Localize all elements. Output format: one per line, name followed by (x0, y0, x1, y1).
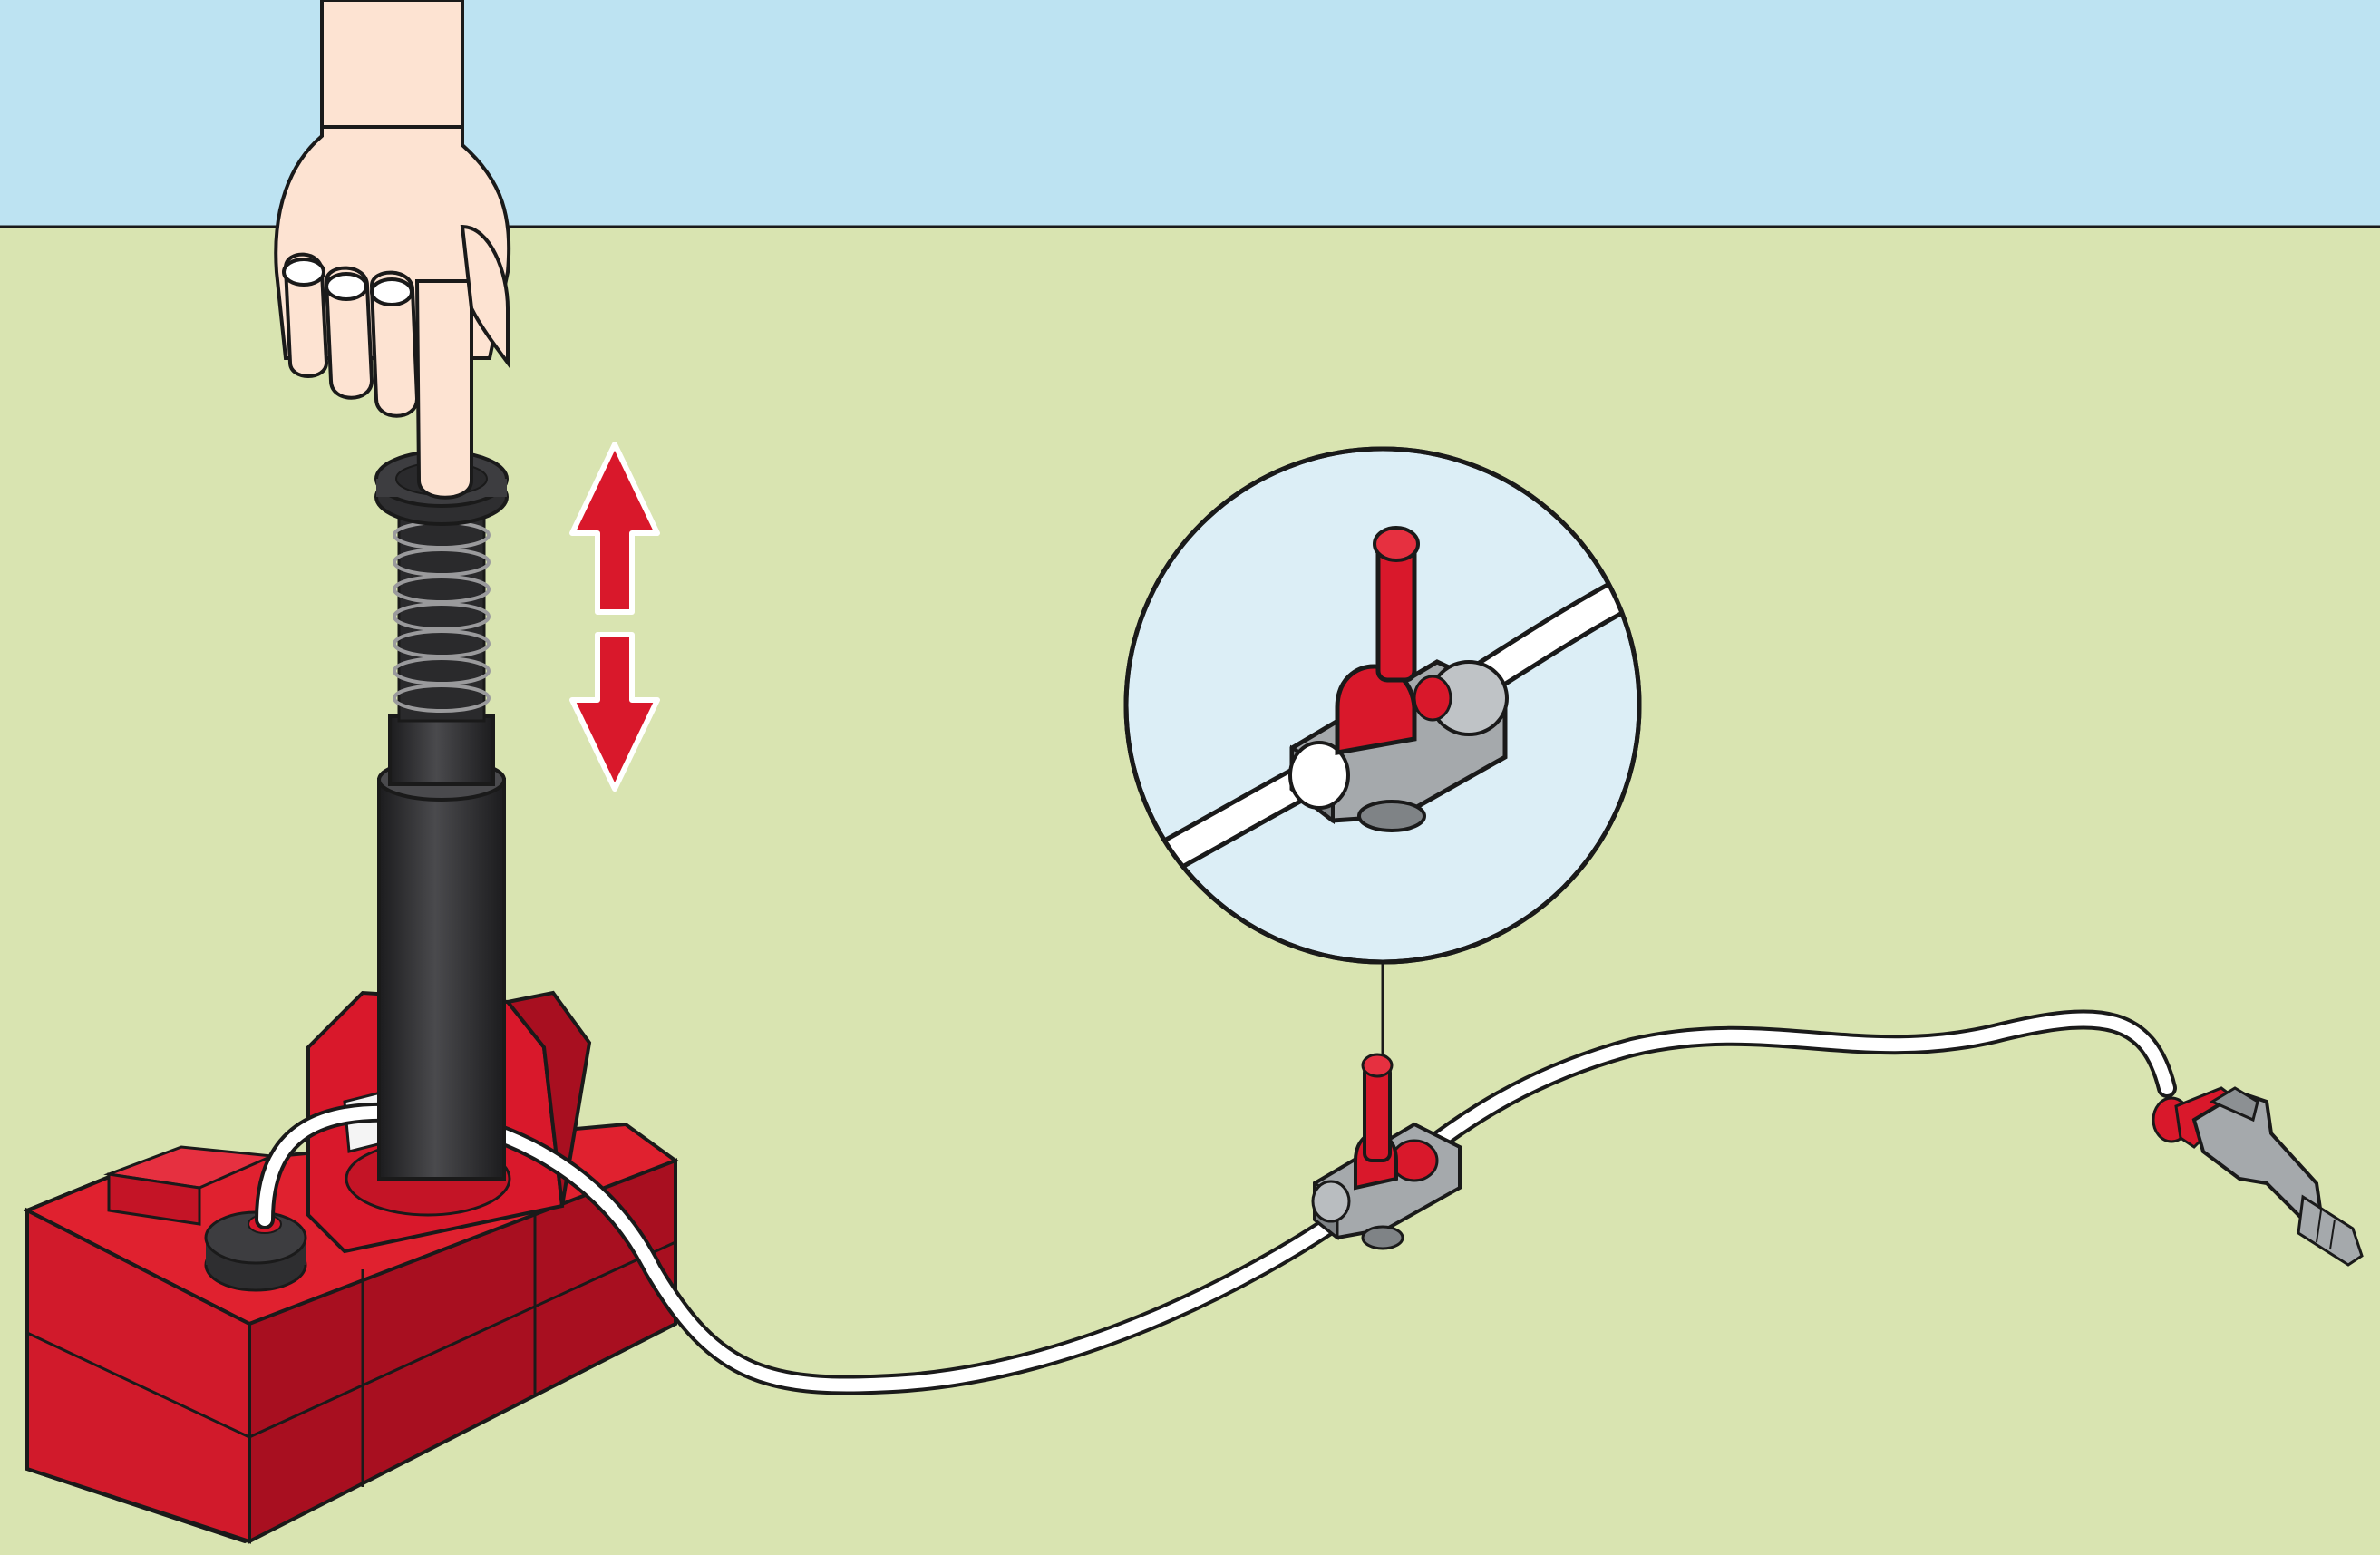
pump-cylinder (379, 716, 504, 1179)
